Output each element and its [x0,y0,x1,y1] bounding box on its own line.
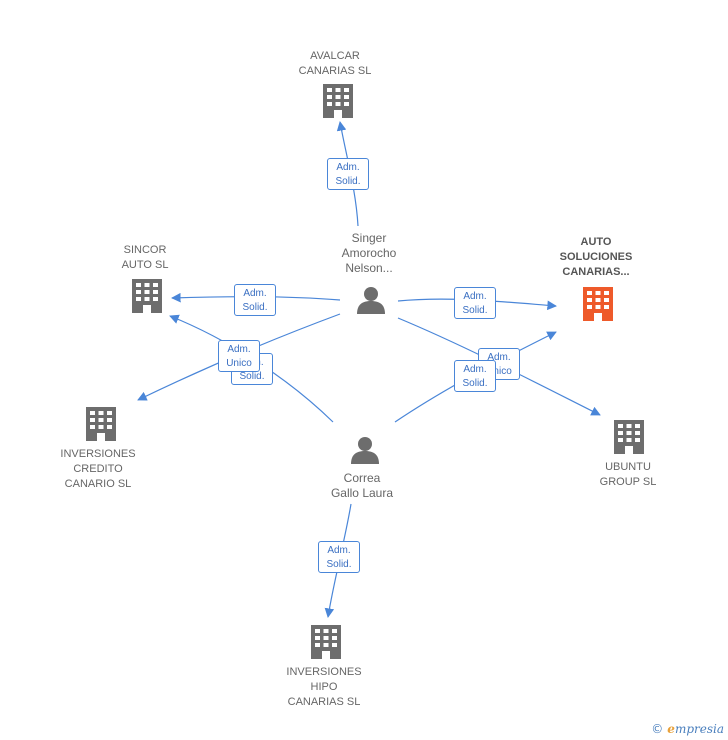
badge-line: Solid. [462,305,488,316]
badge-line: Solid. [462,378,488,389]
label-line: CANARIAS SL [298,65,372,77]
node-label-sincor[interactable]: SINCOR AUTO SL [95,243,195,273]
label-line: Nelson... [345,261,393,275]
badge-line: Unico [226,358,252,369]
badge-line: Solid. [326,559,352,570]
building-icon-ubuntu[interactable] [614,420,644,454]
brand-initial: e [667,722,675,736]
relation-badge-correa-inversiones-hipo[interactable]: Adm. Solid. [318,541,360,573]
label-line: SOLUCIONES [559,251,633,263]
label-line: CANARIAS SL [287,696,361,708]
badge-line: Solid. [239,371,265,382]
building-icon-auto-soluciones[interactable] [583,287,613,321]
node-label-auto-soluciones[interactable]: AUTO SOLUCIONES CANARIAS... [546,235,646,280]
label-line: GROUP SL [599,476,657,488]
badge-line: Solid. [242,302,268,313]
person-icon-singer[interactable] [357,287,385,314]
badge-line: Adm. [243,288,267,299]
label-line: AUTO [580,236,612,248]
badge-line: Adm. [487,352,511,363]
label-line: Gallo Laura [330,486,394,500]
badge-line: Solid. [335,176,361,187]
badge-line: Adm. [336,162,360,173]
copyright-icon: © [651,722,664,736]
badge-line: Adm. [227,344,251,355]
relation-badge-singer-inversiones-credito[interactable]: Adm. Unico [218,340,260,372]
node-label-avalcar[interactable]: AVALCAR CANARIAS SL [285,49,385,79]
node-label-inversiones-hipo[interactable]: INVERSIONES HIPO CANARIAS SL [274,665,374,710]
label-line: CANARIO SL [64,478,132,490]
label-line: INVERSIONES [286,666,362,678]
brand-name: mpresia [674,722,724,736]
label-line: AVALCAR [310,50,360,62]
label-line: Singer [351,231,387,245]
label-line: Correa [343,471,381,485]
label-line: INVERSIONES [60,448,136,460]
node-label-inversiones-credito[interactable]: INVERSIONES CREDITO CANARIO SL [48,447,148,492]
building-icon-sincor[interactable] [132,279,162,313]
building-icon-inversiones-credito[interactable] [86,407,116,441]
label-line: AUTO SL [121,259,169,271]
building-icon-inversiones-hipo[interactable] [311,625,341,659]
label-line: UBUNTU [605,461,651,473]
relation-badge-singer-auto[interactable]: Adm. Solid. [454,287,496,319]
label-line: CANARIAS... [562,266,630,278]
node-label-singer[interactable]: Singer Amorocho Nelson... [319,231,419,276]
relation-badge-singer-avalcar[interactable]: Adm. Solid. [327,158,369,190]
badge-line: Unico [486,366,512,377]
node-label-correa[interactable]: Correa Gallo Laura [312,471,412,501]
badge-line: Adm. [327,545,351,556]
building-icon-avalcar[interactable] [323,84,353,118]
badge-line: Adm. [463,291,487,302]
relation-badge-correa-auto[interactable]: Adm. Solid. [454,360,496,392]
label-line: SINCOR [123,244,167,256]
person-icon-correa[interactable] [351,437,379,464]
label-line: HIPO [310,681,338,693]
badge-line: Adm. [463,364,487,375]
label-line: CREDITO [73,463,123,475]
node-label-ubuntu[interactable]: UBUNTU GROUP SL [578,460,678,490]
relation-badge-singer-sincor[interactable]: Adm. Solid. [234,284,276,316]
empresia-brand[interactable]: ©empresia [651,722,724,736]
label-line: Amorocho [341,246,397,260]
